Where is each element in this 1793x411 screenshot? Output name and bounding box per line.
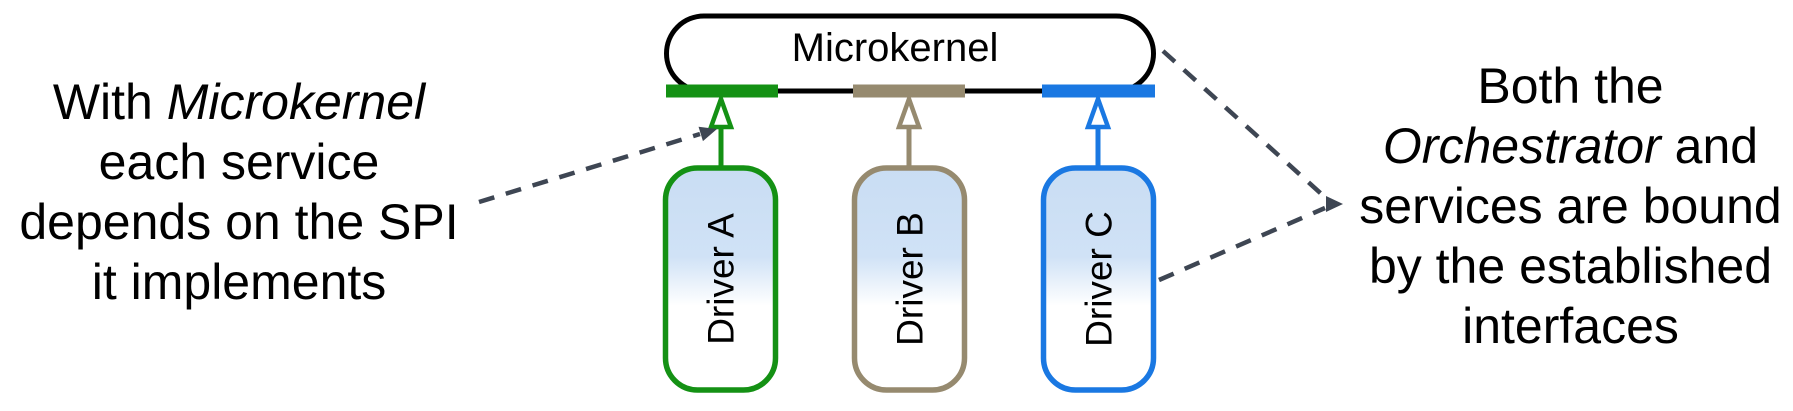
right-note: Both the Orchestrator and services are b… — [1348, 56, 1793, 356]
right-note-line-5: interfaces — [1462, 298, 1679, 354]
driver-c-label: Driver C — [1079, 211, 1120, 347]
right-note-line2-suffix: and — [1660, 118, 1759, 174]
driver-b-arrowhead-icon — [895, 92, 923, 130]
left-note-line-1: With Microkernel — [0, 72, 478, 132]
spi-bar-c — [1042, 84, 1155, 98]
driver-a-label: Driver A — [701, 213, 742, 345]
right-note-line-1: Both the — [1477, 58, 1664, 114]
left-note-line-2: each service — [98, 134, 380, 190]
driver-b-label: Driver B — [890, 212, 931, 346]
driver-b-box — [851, 165, 968, 393]
right-note-line2-italic: Orchestrator — [1382, 118, 1661, 174]
left-note-line1-prefix: With — [52, 74, 167, 130]
left-note: With Microkernel each service depends on… — [0, 72, 478, 312]
driver-c-arrowhead-icon — [1084, 92, 1112, 130]
right-note-line-4: by the established — [1368, 238, 1773, 294]
callout-arrowhead-right-icon — [1326, 196, 1343, 212]
callout-line-right-lower — [1158, 205, 1326, 283]
driver-a-box — [662, 165, 779, 393]
microkernel-label: Microkernel — [792, 26, 999, 70]
driver-a-arrowhead-icon — [707, 92, 735, 130]
left-note-line-4: it implements — [91, 254, 387, 310]
right-note-line-2: Orchestrator and — [1348, 116, 1793, 176]
spi-bar-b — [853, 84, 965, 98]
right-note-line-3: services are bound — [1359, 178, 1782, 234]
callout-line-left — [478, 131, 701, 205]
left-note-line-3: depends on the SPI — [19, 194, 459, 250]
callout-line-right-upper — [1161, 49, 1329, 201]
callout-arrowhead-left-icon — [698, 126, 717, 142]
driver-c-box — [1040, 165, 1157, 393]
left-note-line1-italic: Microkernel — [166, 74, 426, 130]
spi-bar-a — [666, 84, 778, 98]
